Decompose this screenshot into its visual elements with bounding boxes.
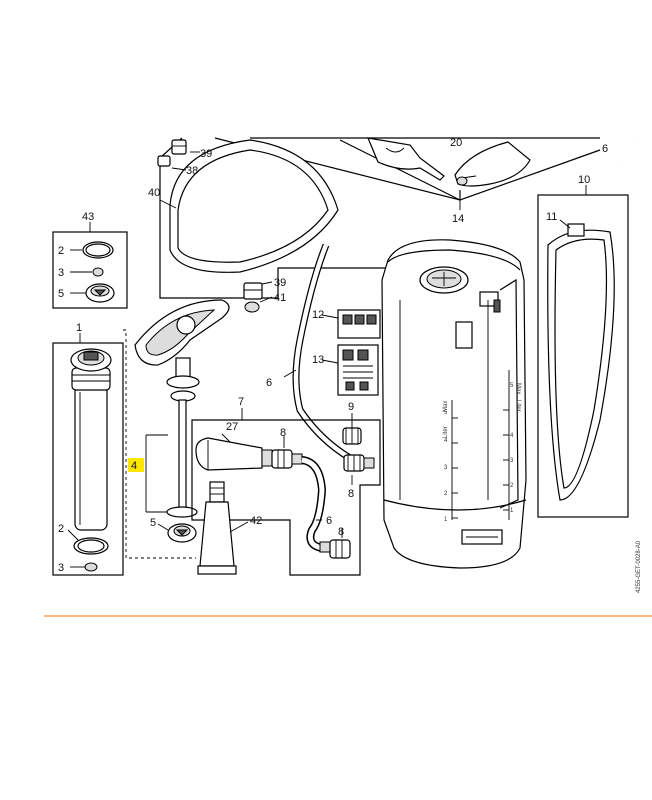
filter-27 (195, 437, 263, 471)
nut-8-filter (271, 449, 293, 469)
label-41: 41 (274, 292, 286, 304)
nozzle-38 (157, 155, 171, 167)
grease-tube-42: 42 (197, 481, 262, 575)
scale-right-4: 4 (510, 433, 514, 439)
label-4-highlighted: 4 (128, 434, 168, 513)
label-40: 40 (148, 187, 160, 199)
group-10-box: 10 11 (537, 174, 629, 518)
scale-left-3: 3 (444, 465, 448, 471)
label-8-bottom: 8 (338, 526, 344, 538)
scale-left-2: 2 (444, 491, 448, 497)
scale-right-3: 3 (510, 458, 514, 464)
label-43: 43 (82, 211, 94, 223)
label-9: 9 (348, 401, 354, 413)
label-6-top: 6 (602, 143, 608, 155)
group-1-box: 1 2 3 (52, 322, 124, 576)
scale-right-1: 1 (510, 508, 514, 514)
scale-left-5: 5 (444, 410, 448, 416)
label-1: 1 (76, 322, 82, 334)
carrying-strap (547, 229, 615, 501)
scale-right-liter: Liter (515, 400, 521, 412)
scale-left-4: 4 (444, 438, 448, 444)
group-7-box: 7 27 8 6 8 (191, 396, 381, 576)
pump-handle-assembly: 5 (134, 299, 230, 543)
label-6-mid: 6 (266, 377, 272, 389)
valve-disc-3-bottom (84, 562, 98, 572)
label-6-small: 6 (326, 515, 332, 527)
group-40-box: 40 39 38 39 41 (148, 137, 600, 313)
label-12: 12 (312, 309, 324, 321)
label-27: 27 (226, 421, 238, 433)
scale-left-liter: Liter (443, 426, 449, 438)
shoulder-strap-40 (169, 139, 339, 273)
label-3-bottom: 3 (58, 562, 64, 574)
drawing-code: 4255-GET-0028-A0 (636, 540, 642, 593)
highlight-marker (128, 458, 144, 472)
label-11: 11 (546, 211, 557, 223)
scale-right-max: Max (515, 383, 521, 394)
valve-disc-3 (92, 267, 104, 277)
label-4: 4 (131, 460, 137, 472)
label-39-top: 39 (200, 148, 212, 160)
label-8-tank: 8 (348, 488, 354, 500)
group-43-box: 43 2 3 5 (52, 211, 128, 309)
tank: Max Liter 5 4 3 2 1 Max Liter 5 4 3 2 (381, 239, 527, 569)
stickers-12-13: 12 13 (312, 309, 381, 396)
spray-handle-group-14: 14 20 6 (339, 137, 636, 225)
trigger-handle (367, 137, 445, 181)
scale-left-1: 1 (444, 517, 448, 523)
label-13: 13 (312, 354, 324, 366)
o-ring-2 (82, 241, 114, 259)
seal-41 (244, 301, 260, 313)
label-38: 38 (186, 165, 198, 177)
label-5-rod: 5 (150, 517, 156, 529)
hose-6: 6 (266, 243, 352, 462)
label-10: 10 (578, 174, 590, 186)
label-5-top: 5 (58, 288, 64, 300)
label-20: 20 (450, 137, 462, 149)
o-ring-2-bottom (73, 537, 109, 555)
label-2-bottom: 2 (58, 523, 64, 535)
handle-20 (454, 141, 531, 187)
label-42: 42 (250, 515, 262, 527)
fitting-9-8: 9 8 (342, 401, 375, 500)
label-7: 7 (238, 396, 244, 408)
label-14: 14 (452, 213, 464, 225)
pump-rod (178, 399, 187, 509)
scale-left-max: Max (443, 401, 449, 412)
tank-scale-left: Max Liter 5 4 3 2 1 (443, 400, 458, 523)
label-8-filter: 8 (280, 427, 286, 439)
scale-right-2: 2 (510, 483, 514, 489)
label-3-top: 3 (58, 267, 64, 279)
nut-39-top (171, 139, 187, 155)
scale-right-5: 5 (510, 383, 514, 389)
label-2-top: 2 (58, 245, 64, 257)
nut-8-bottom (329, 539, 351, 559)
buckle-11 (567, 223, 585, 237)
tank-scale-right: Max Liter 5 4 3 2 1 (503, 370, 521, 520)
nut-39-mid (243, 282, 263, 300)
label-39-mid: 39 (274, 277, 286, 289)
